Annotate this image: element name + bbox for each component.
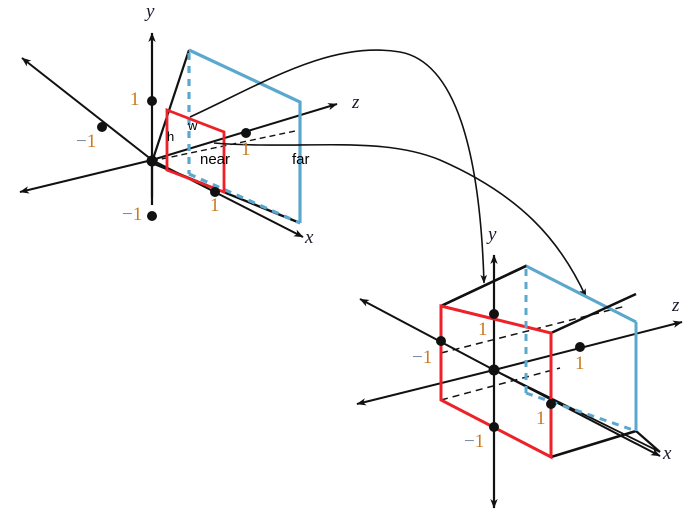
- mapping-arrows-group: [189, 49, 587, 298]
- left-z-axis-label: z: [352, 92, 360, 113]
- right-tick-y-negative-one-value: 1: [474, 431, 485, 452]
- left-tick-y-negative-one-value: 1: [132, 204, 143, 225]
- near-plane-label: near: [200, 151, 231, 168]
- left-point-negative-one: [97, 122, 107, 132]
- right-point-x-negative-one: [436, 336, 446, 346]
- cube-far-face-dashed-diagonal: [525, 391, 637, 433]
- far-plane-quad: [188, 48, 302, 223]
- right-tick-x-one: 1: [536, 408, 546, 429]
- right-origin-point: [488, 364, 500, 376]
- minus-sign-icon: −: [76, 131, 87, 152]
- left-axis-lower-left: [19, 159, 153, 194]
- right-tick-y-one: 1: [478, 319, 488, 340]
- cube-near-face: [439, 304, 553, 460]
- left-point-z-one: [241, 128, 251, 138]
- right-z-axis: [493, 320, 683, 371]
- left-tick-x-one: 1: [210, 195, 220, 216]
- right-y-axis-label: y: [488, 224, 497, 245]
- mapping-arrow-far: [213, 142, 587, 298]
- minus-sign-icon: −: [412, 347, 423, 368]
- left-diagram-group: [19, 32, 338, 238]
- left-axis-upper-left: [21, 57, 153, 161]
- minus-sign-icon: −: [464, 431, 475, 452]
- left-tick-z-one: 1: [241, 139, 251, 160]
- right-tick-x-negative-one-value: 1: [422, 347, 433, 368]
- right-tick-y-negative-one: −1: [464, 432, 484, 451]
- near-plane-quad: [165, 107, 226, 195]
- left-origin-point: [146, 155, 158, 167]
- cube-hidden-edge-lower: [440, 367, 561, 401]
- right-axis-lower-left: [356, 369, 495, 406]
- left-tick-negative-one: −1: [76, 132, 96, 151]
- right-tick-x-negative-one: −1: [412, 348, 432, 367]
- frustum-center-axis: [151, 129, 301, 162]
- mapping-arrow-near: [189, 49, 488, 284]
- right-diagram-group: [356, 254, 683, 509]
- left-point-y-one: [147, 96, 157, 106]
- width-label: w: [188, 118, 198, 133]
- left-x-axis-label: x: [305, 227, 314, 248]
- right-axis-upper-left: [359, 298, 495, 371]
- right-z-axis-label: z: [672, 295, 680, 316]
- cube-top-right-edge: [525, 264, 637, 324]
- right-point-z-one: [575, 342, 585, 352]
- cube-bottom-back-edge: [550, 429, 637, 459]
- right-x-axis-label: x: [663, 443, 672, 464]
- frustum-top-left-edge: [150, 49, 191, 163]
- far-plane-label: far: [292, 151, 310, 168]
- cube-near-top-right-edge: [440, 264, 527, 308]
- left-y-axis-label: y: [146, 1, 155, 22]
- minus-sign-icon: −: [122, 204, 133, 225]
- left-point-y-negative-one: [147, 211, 157, 221]
- right-tick-z-one: 1: [575, 353, 585, 374]
- cube-bottom-right-edge: [635, 430, 661, 453]
- left-tick-y-one: 1: [130, 89, 140, 110]
- left-tick-y-negative-one: −1: [122, 205, 142, 224]
- right-point-y-negative-one: [489, 422, 499, 432]
- height-label: h: [167, 129, 175, 144]
- left-tick-negative-one-value: 1: [86, 131, 97, 152]
- right-point-x-one: [546, 399, 556, 409]
- cube-mid-top-edge: [550, 292, 637, 335]
- right-point-y-one: [489, 309, 499, 319]
- left-point-x-one: [210, 187, 220, 197]
